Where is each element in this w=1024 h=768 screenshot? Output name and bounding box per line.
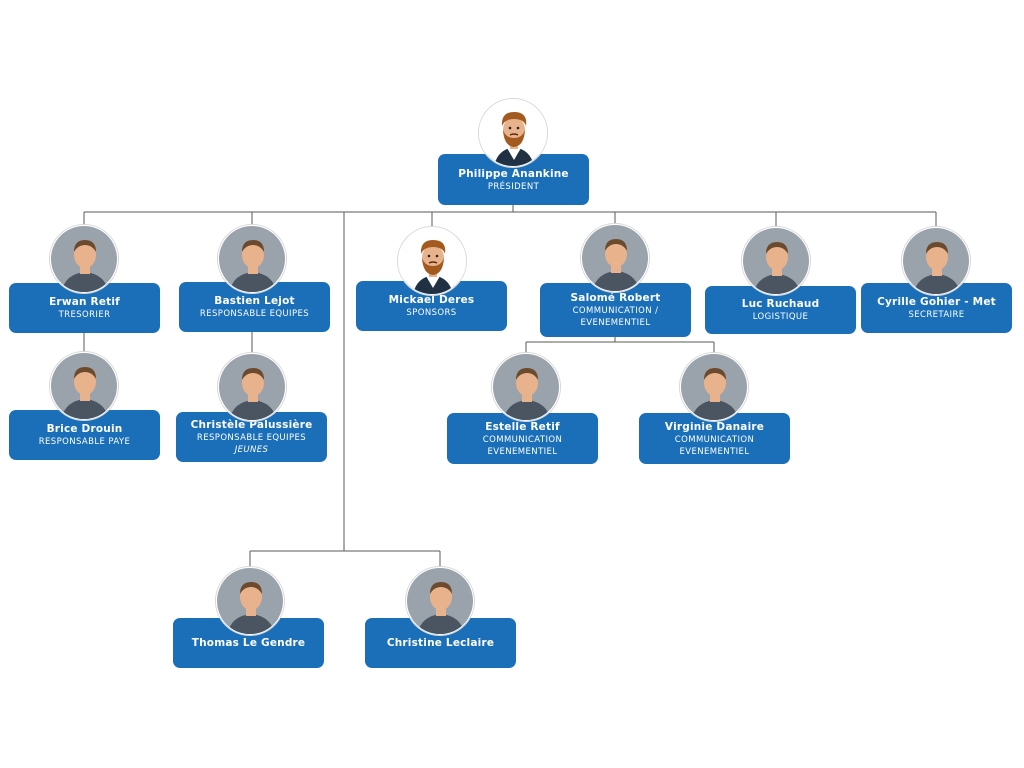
member-name: Salomé Robert: [570, 292, 661, 304]
person-photo-icon: [680, 353, 748, 421]
member-name: Mickael Deres: [388, 294, 475, 306]
member-role: TRESORIER: [58, 310, 111, 320]
person-photo-icon: [406, 567, 474, 635]
member-name: Erwan Retif: [49, 296, 120, 308]
person-photo-icon: [218, 353, 286, 421]
member-name: Cyrille Gohier - Met: [877, 296, 996, 308]
member-role: RESPONSABLE PAYE: [38, 437, 131, 447]
member-name: Estelle Retif: [485, 420, 560, 433]
person-photo-icon: [742, 227, 810, 295]
person-photo-icon: [492, 353, 560, 421]
member-name: Bastien Lejot: [214, 295, 295, 307]
member-name: Christèle Palussière: [190, 419, 313, 431]
member-role: PRÉSIDENT: [487, 181, 540, 192]
member-name: Philippe Anankine: [458, 167, 569, 180]
member-role: JEUNES: [234, 445, 269, 455]
member-role: COMMUNICATION: [674, 434, 755, 445]
member-role: RESPONSABLE EQUIPES: [196, 433, 307, 443]
member-name: Luc Ruchaud: [741, 298, 820, 310]
member-name: Christine Leclaire: [386, 637, 495, 649]
person-photo-icon: [218, 225, 286, 293]
member-role: SPONSORS: [406, 308, 457, 318]
member-role: COMMUNICATION: [482, 434, 563, 445]
member-name: Thomas Le Gendre: [191, 637, 306, 649]
person-photo-icon: [216, 567, 284, 635]
member-role: SECRETAIRE: [908, 310, 965, 320]
member-role: RESPONSABLE EQUIPES: [199, 309, 310, 319]
person-photo-icon: [50, 225, 118, 293]
member-name: Brice Drouin: [46, 423, 123, 435]
person-photo-icon: [50, 352, 118, 420]
member-role: COMMUNICATION /: [572, 306, 659, 316]
person-photo-icon: [581, 224, 649, 292]
member-role: EVENEMENTIEL: [679, 446, 750, 457]
cartoon-man-icon: [479, 99, 547, 167]
cartoon-man-icon: [398, 227, 466, 295]
member-role: EVENEMENTIEL: [580, 318, 651, 328]
person-photo-icon: [902, 227, 970, 295]
member-role: EVENEMENTIEL: [487, 446, 558, 457]
member-role: LOGISTIQUE: [752, 312, 809, 322]
member-name: Virginie Danaire: [664, 420, 765, 433]
